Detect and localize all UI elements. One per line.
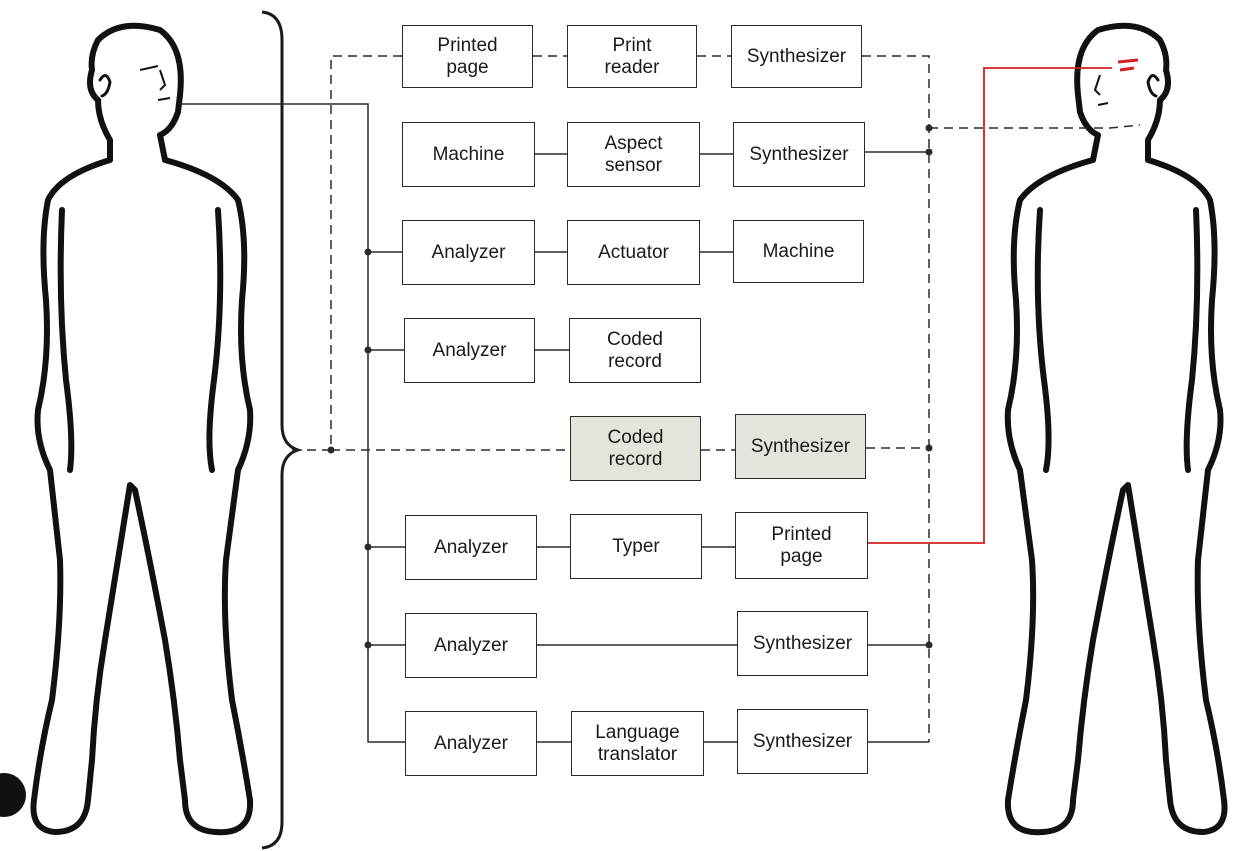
box-analyzer-5: Analyzer [405,711,537,776]
box-printed-page-2: Printed page [735,512,868,579]
box-analyzer-2: Analyzer [404,318,535,383]
box-printed-page-1: Printed page [402,25,533,88]
box-synthesizer-5: Synthesizer [737,709,868,774]
box-synthesizer-3: Synthesizer [735,414,866,479]
box-actuator: Actuator [567,220,700,285]
box-synthesizer-4: Synthesizer [737,611,868,676]
box-machine-2: Machine [733,220,864,283]
right-eye-highlight [1117,58,1139,72]
box-coded-record-1: Coded record [569,318,701,383]
box-analyzer-4: Analyzer [405,613,537,678]
box-analyzer-1: Analyzer [402,220,535,285]
solid-connectors [180,103,929,743]
junction-dots [327,124,933,649]
dashed-connectors [292,55,1141,742]
red-connector [868,67,1112,544]
margin-dot [0,773,26,817]
box-language-translator: Language translator [571,711,704,776]
box-analyzer-3: Analyzer [405,515,537,580]
box-coded-record-2: Coded record [570,416,701,481]
box-typer: Typer [570,514,702,579]
box-print-reader: Print reader [567,25,697,88]
box-machine-1: Machine [402,122,535,187]
box-aspect-sensor: Aspect sensor [567,122,700,187]
left-bracket [261,10,304,850]
box-synthesizer-1: Synthesizer [731,25,862,88]
human-figure-right [1004,22,1228,836]
human-figure-left [30,22,254,836]
left-face-detail [139,65,171,101]
right-face-detail [1093,74,1109,106]
box-synthesizer-2: Synthesizer [733,122,865,187]
